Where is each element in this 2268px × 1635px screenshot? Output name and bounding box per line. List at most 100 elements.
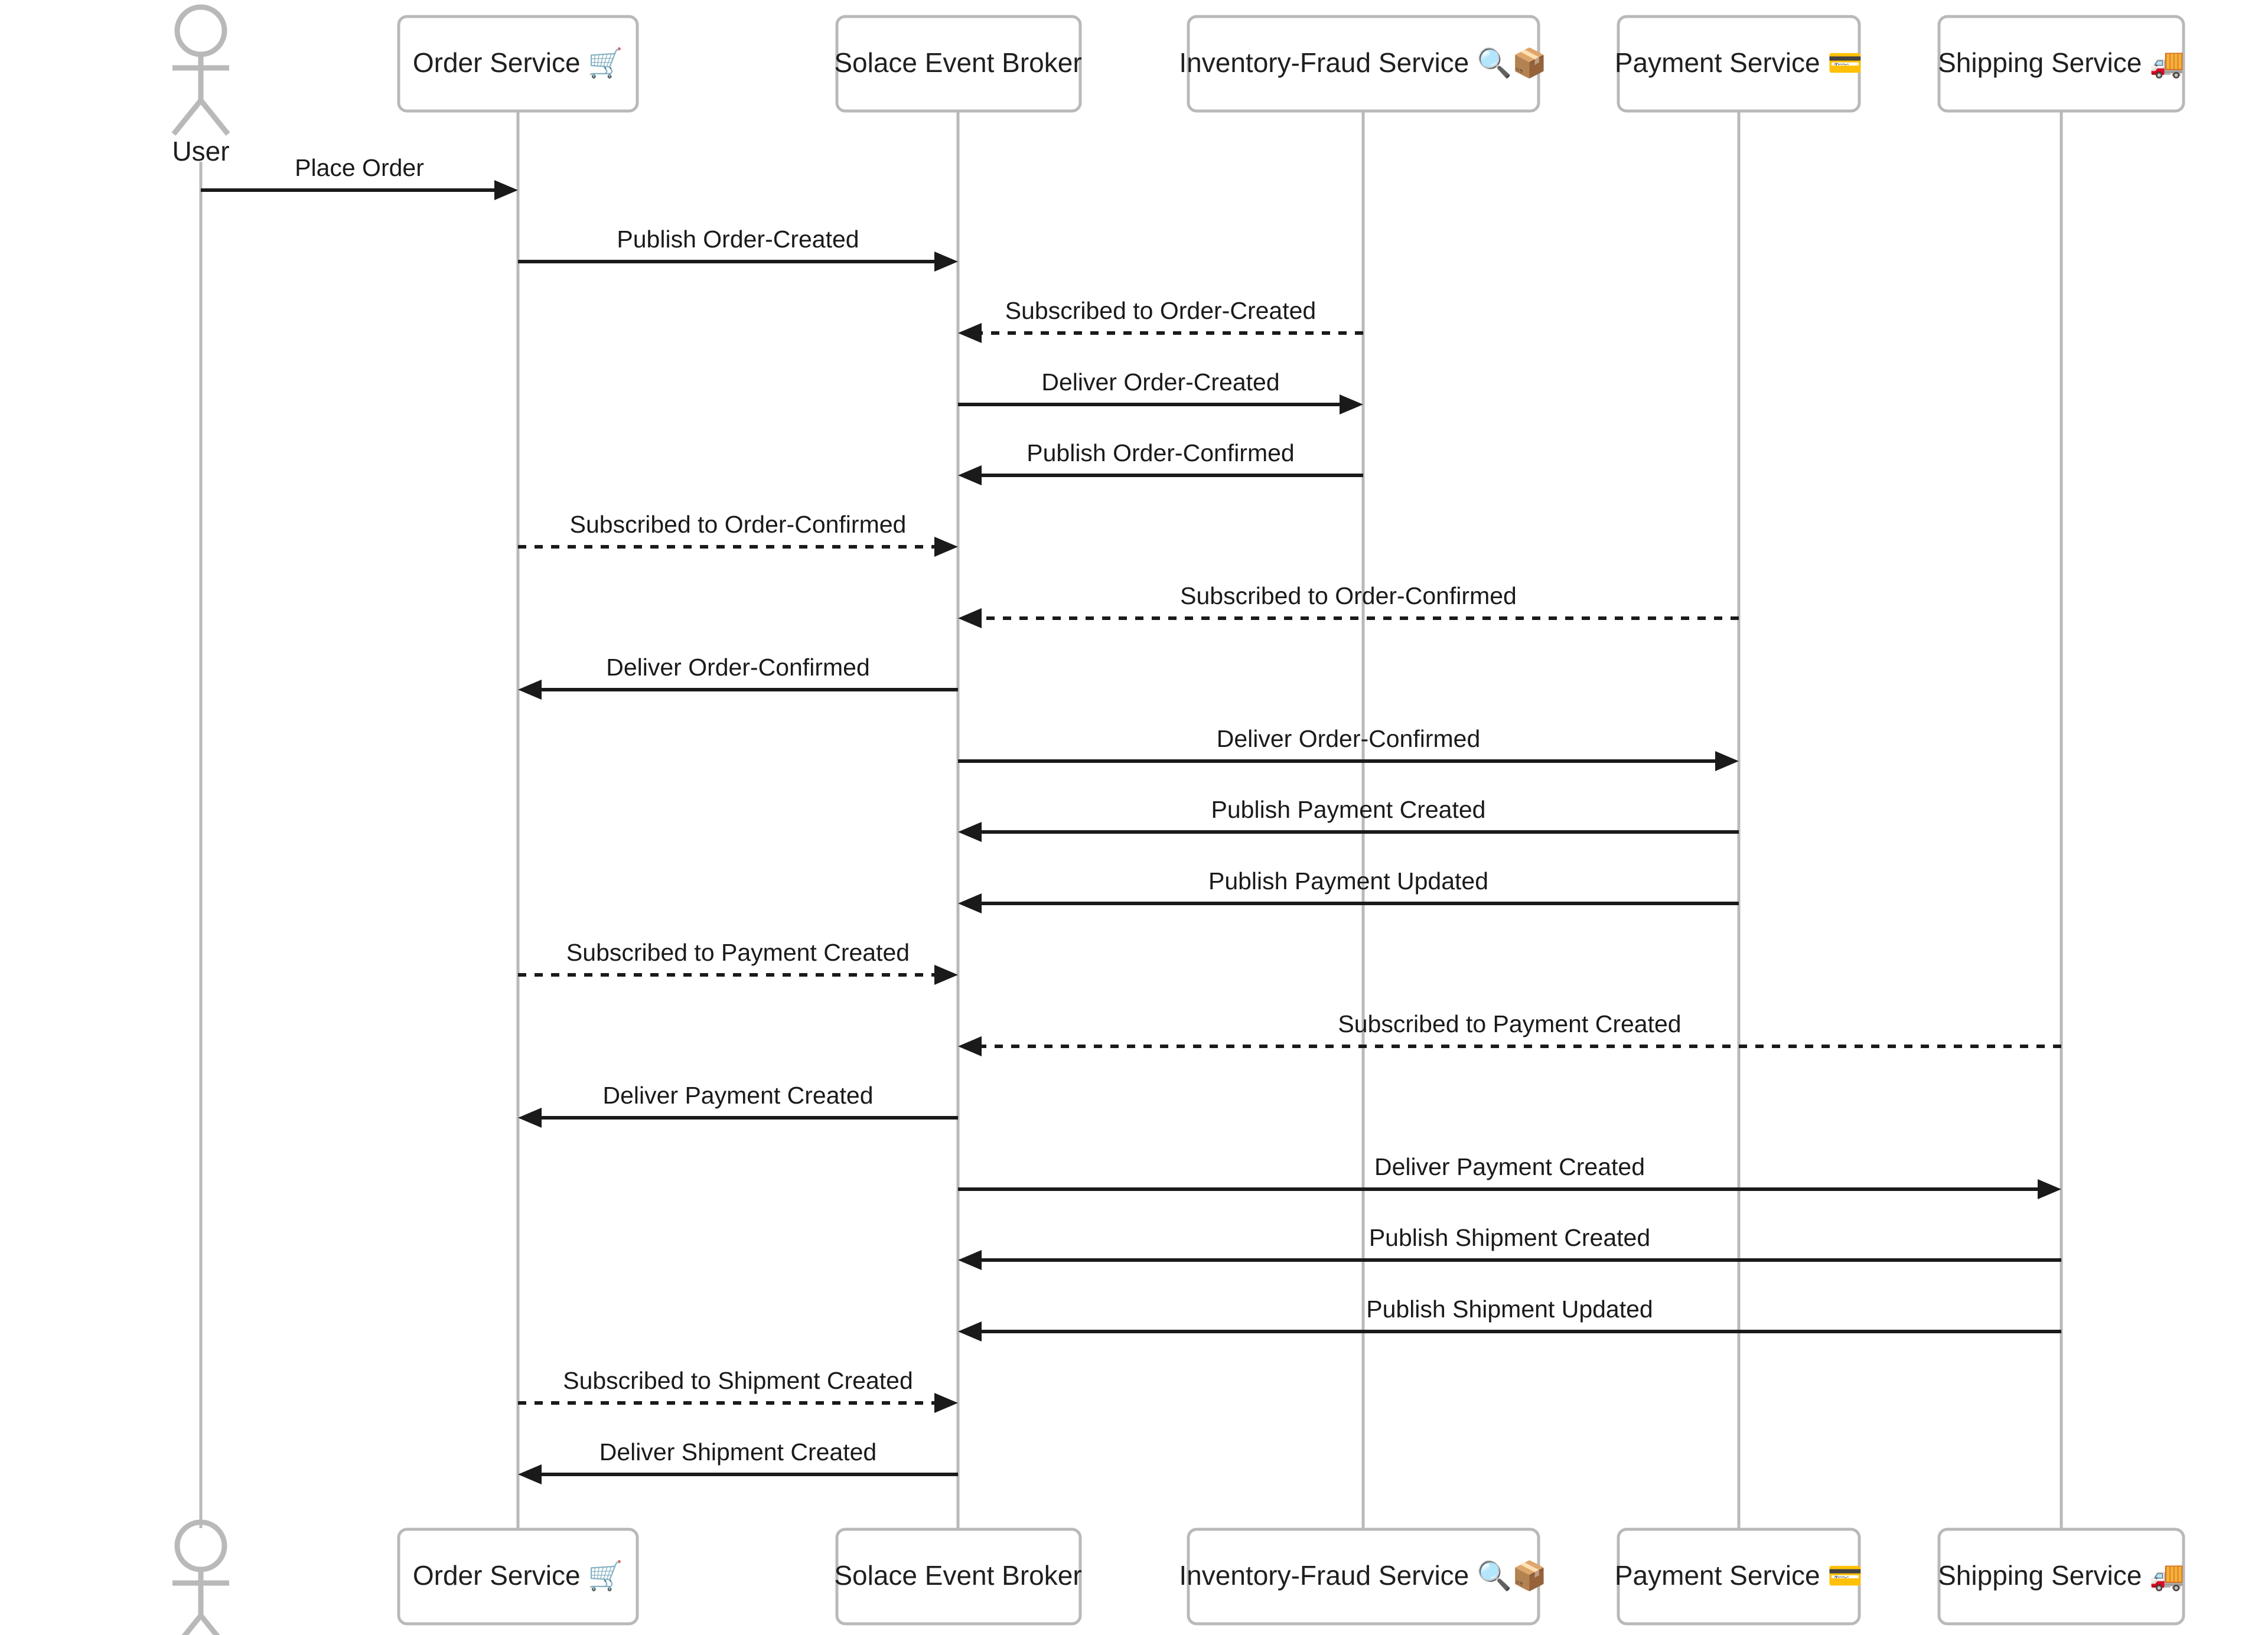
message-12-order-to-broker[interactable]: Subscribed to Payment Created: [518, 939, 958, 985]
actor-label-order: Order Service 🛒: [413, 47, 623, 79]
actor-label-broker: Solace Event Broker: [834, 47, 1081, 78]
message-arrowhead-icon: [958, 1250, 982, 1270]
message-label: Deliver Order-Confirmed: [606, 654, 870, 681]
message-arrowhead-icon: [934, 965, 958, 985]
magnifier-package-icon: 🔍📦: [1477, 45, 1547, 79]
message-1-user-to-order[interactable]: Place Order: [201, 154, 518, 200]
message-label: Place Order: [295, 154, 424, 181]
message-11-payment-to-broker[interactable]: Publish Payment Updated: [958, 867, 1739, 913]
message-arrowhead-icon: [1715, 751, 1739, 771]
message-arrowhead-icon: [518, 1108, 542, 1128]
participant-box-inventory-top[interactable]: Inventory-Fraud Service 🔍📦: [1179, 15, 1547, 113]
message-label: Deliver Payment Created: [602, 1082, 873, 1109]
message-19-broker-to-order[interactable]: Deliver Shipment Created: [518, 1438, 958, 1484]
message-arrowhead-icon: [958, 323, 982, 343]
delivery-truck-icon: 🚚: [2149, 1561, 2185, 1592]
actor-label-inventory: Inventory-Fraud Service 🔍📦: [1179, 1558, 1547, 1592]
message-13-shipping-to-broker[interactable]: Subscribed to Payment Created: [958, 1010, 2061, 1056]
actor-label-payment: Payment Service 💳: [1615, 1560, 1863, 1592]
message-label: Subscribed to Payment Created: [1338, 1010, 1681, 1037]
message-arrowhead-icon: [2038, 1179, 2061, 1199]
box-outline-inventory: [1187, 1528, 1540, 1626]
message-arrowhead-icon: [958, 822, 982, 842]
message-label: Publish Shipment Created: [1369, 1224, 1650, 1251]
message-arrowhead-icon: [518, 1464, 542, 1484]
message-arrowhead-icon: [934, 252, 958, 272]
box-outline-inventory: [1187, 15, 1540, 113]
participant-box-broker-top[interactable]: Solace Event Broker: [834, 15, 1082, 113]
message-arrowhead-icon: [1340, 394, 1363, 415]
participant-box-payment-bottom[interactable]: Payment Service 💳: [1615, 1528, 1863, 1626]
participant-box-payment-top[interactable]: Payment Service 💳: [1615, 15, 1863, 113]
participant-box-inventory-bottom[interactable]: Inventory-Fraud Service 🔍📦: [1179, 1528, 1547, 1626]
magnifier-package-icon: 🔍📦: [1477, 1558, 1547, 1592]
box-outline-broker: [835, 1528, 1082, 1626]
actor-label-shipping: Shipping Service 🚚: [1938, 1560, 2185, 1592]
message-arrowhead-icon: [958, 608, 982, 628]
message-5-inventory-to-broker[interactable]: Publish Order-Confirmed: [958, 439, 1363, 485]
actor-label-broker: Solace Event Broker: [834, 1560, 1081, 1591]
box-outline-broker: [835, 15, 1082, 113]
message-7-payment-to-broker[interactable]: Subscribed to Order-Confirmed: [958, 582, 1739, 628]
actor-label-order: Order Service 🛒: [413, 1559, 623, 1592]
message-arrowhead-icon: [958, 1321, 982, 1342]
message-arrowhead-icon: [494, 180, 518, 200]
message-label: Publish Payment Updated: [1208, 867, 1488, 895]
message-9-broker-to-payment[interactable]: Deliver Order-Confirmed: [958, 725, 1739, 771]
message-label: Subscribed to Order-Confirmed: [1180, 582, 1517, 609]
message-label: Subscribed to Shipment Created: [563, 1367, 913, 1394]
user-leg-left-icon: [181, 1614, 203, 1635]
credit-card-icon: 💳: [1827, 1561, 1863, 1592]
message-label: Publish Payment Created: [1211, 796, 1486, 823]
message-arrowhead-icon: [958, 893, 982, 913]
message-2-order-to-broker[interactable]: Publish Order-Created: [518, 226, 958, 272]
message-arrowhead-icon: [934, 1393, 958, 1413]
box-outline-order: [397, 15, 639, 113]
message-18-order-to-broker[interactable]: Subscribed to Shipment Created: [518, 1367, 958, 1413]
message-4-broker-to-inventory[interactable]: Deliver Order-Created: [958, 368, 1363, 415]
box-outline-payment: [1617, 1528, 1861, 1626]
participant-box-order-top[interactable]: Order Service 🛒: [397, 15, 639, 113]
message-label: Subscribed to Order-Confirmed: [570, 511, 907, 538]
message-14-broker-to-order[interactable]: Deliver Payment Created: [518, 1082, 958, 1128]
message-3-inventory-to-broker[interactable]: Subscribed to Order-Created: [958, 297, 1363, 343]
participant-box-shipping-bottom[interactable]: Shipping Service 🚚: [1937, 1528, 2185, 1626]
actor-label-payment: Payment Service 💳: [1615, 47, 1863, 79]
message-label: Subscribed to Payment Created: [566, 939, 910, 966]
message-10-payment-to-broker[interactable]: Publish Payment Created: [958, 796, 1739, 842]
message-arrowhead-icon: [958, 465, 982, 485]
participant-box-shipping-top[interactable]: Shipping Service 🚚: [1937, 15, 2185, 113]
message-arrowhead-icon: [934, 537, 958, 557]
user-leg-left-icon: [171, 99, 203, 136]
credit-card-icon: 💳: [1827, 48, 1863, 79]
participant-boxes-layer: UserUserOrder Service 🛒Order Service 🛒So…: [171, 4, 2185, 1635]
message-label: Deliver Order-Created: [1041, 368, 1279, 396]
actor-user-top[interactable]: User: [171, 4, 230, 167]
message-label: Deliver Order-Confirmed: [1217, 725, 1481, 752]
message-arrowhead-icon: [958, 1036, 982, 1056]
message-16-shipping-to-broker[interactable]: Publish Shipment Created: [958, 1224, 2061, 1270]
actor-label-shipping: Shipping Service 🚚: [1938, 47, 2185, 79]
message-label: Publish Order-Created: [617, 226, 859, 253]
user-head-icon: [174, 1519, 227, 1572]
user-leg-right-icon: [198, 1614, 220, 1635]
shopping-cart-icon: 🛒: [588, 1559, 623, 1592]
message-17-shipping-to-broker[interactable]: Publish Shipment Updated: [958, 1295, 2061, 1342]
message-label: Publish Order-Confirmed: [1027, 439, 1294, 466]
box-outline-order: [397, 1528, 639, 1626]
message-8-broker-to-order[interactable]: Deliver Order-Confirmed: [518, 654, 958, 700]
message-6-order-to-broker[interactable]: Subscribed to Order-Confirmed: [518, 511, 958, 557]
actor-label-inventory: Inventory-Fraud Service 🔍📦: [1179, 45, 1547, 79]
message-15-broker-to-shipping[interactable]: Deliver Payment Created: [958, 1153, 2061, 1199]
participant-box-order-bottom[interactable]: Order Service 🛒: [397, 1528, 639, 1626]
shopping-cart-icon: 🛒: [588, 47, 623, 79]
message-label: Deliver Shipment Created: [599, 1438, 876, 1466]
user-head-icon: [174, 4, 227, 57]
participant-box-broker-bottom[interactable]: Solace Event Broker: [834, 1528, 1082, 1626]
actor-user-bottom[interactable]: User: [172, 1519, 229, 1635]
box-outline-shipping: [1937, 15, 2185, 113]
box-outline-payment: [1617, 15, 1861, 113]
